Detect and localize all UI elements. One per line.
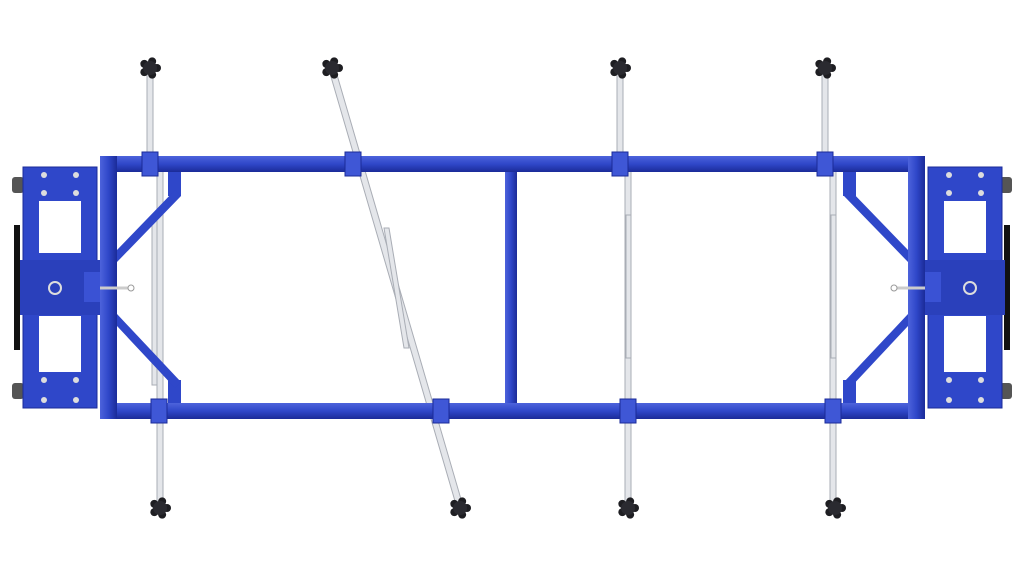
left-braces bbox=[117, 172, 181, 403]
adjustment-knob-icon[interactable] bbox=[322, 57, 343, 79]
adjustment-knob-icon[interactable] bbox=[815, 57, 836, 79]
adjustment-rods bbox=[146, 67, 837, 509]
clamp[interactable] bbox=[150, 398, 168, 424]
right-end-carriage bbox=[890, 166, 1012, 409]
adjustment-knob-icon[interactable] bbox=[450, 497, 471, 519]
middle-post bbox=[505, 172, 517, 403]
clamp[interactable] bbox=[816, 151, 834, 177]
right-braces bbox=[843, 172, 908, 403]
lever-handle-icon[interactable] bbox=[48, 281, 62, 295]
clamp[interactable] bbox=[824, 398, 842, 424]
rod-1-top bbox=[146, 69, 154, 161]
rod-3-guide bbox=[625, 214, 632, 359]
adjustment-knob-icon[interactable] bbox=[610, 57, 631, 79]
adjustment-knob-icon[interactable] bbox=[140, 57, 161, 79]
clamp[interactable] bbox=[611, 151, 629, 177]
adjustment-knob-icon[interactable] bbox=[618, 497, 639, 519]
rail-clamps bbox=[141, 151, 842, 424]
main-frame bbox=[100, 156, 925, 419]
clamp[interactable] bbox=[141, 151, 159, 177]
rod-4-guide bbox=[830, 214, 837, 359]
rod-1-bottom bbox=[156, 169, 164, 506]
adjustment-knob-icon[interactable] bbox=[825, 497, 846, 519]
knobs bbox=[140, 57, 846, 519]
clamp[interactable] bbox=[432, 398, 450, 424]
bottom-rail bbox=[100, 403, 925, 419]
left-end-carriage bbox=[12, 166, 135, 409]
adjustment-knob-icon[interactable] bbox=[150, 497, 171, 519]
top-rail bbox=[100, 156, 925, 172]
lever-handle-icon[interactable] bbox=[963, 281, 977, 295]
clamp[interactable] bbox=[619, 398, 637, 424]
rod-3-top bbox=[616, 69, 624, 161]
rod-4-top bbox=[821, 69, 829, 161]
rod-2-guide bbox=[383, 227, 410, 349]
clamp[interactable] bbox=[344, 151, 362, 177]
